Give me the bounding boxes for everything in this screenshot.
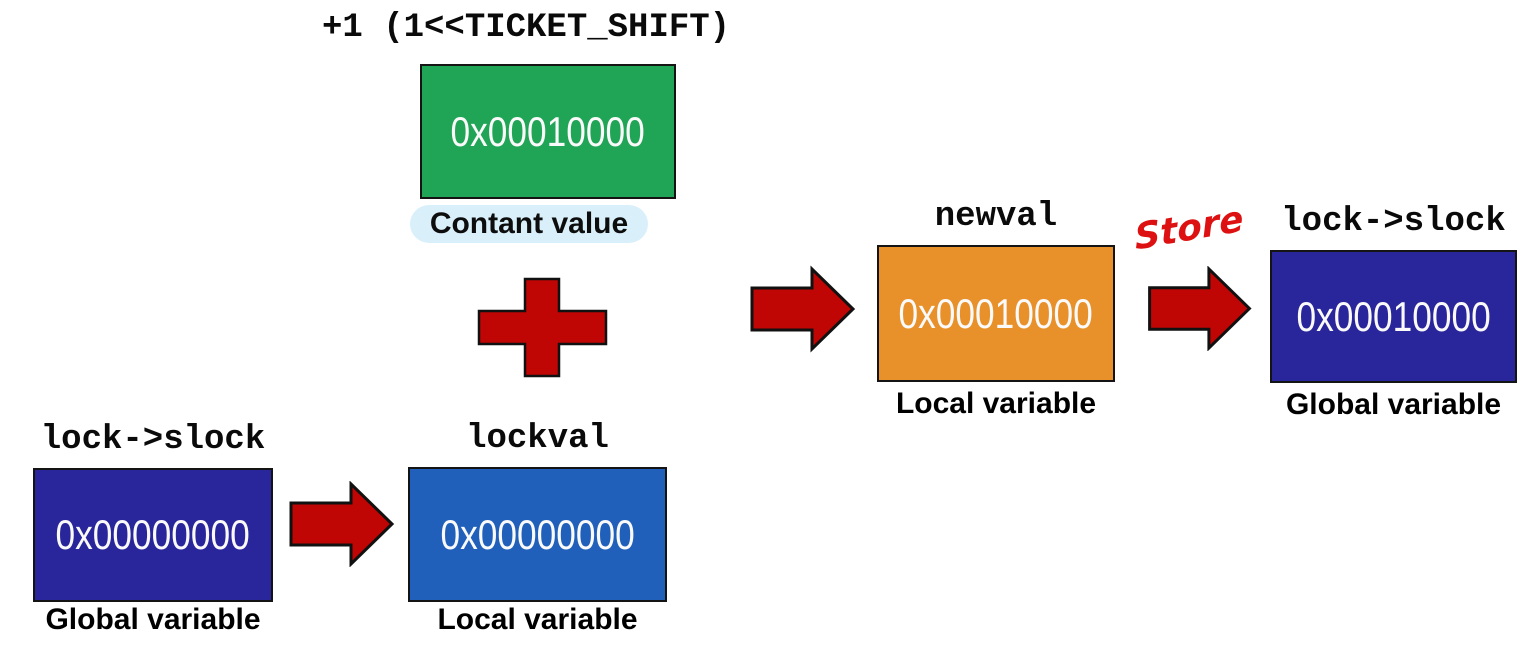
lockval-title: lockval <box>466 420 609 458</box>
arrow-right-icon <box>289 481 395 567</box>
global-before-caption: Global variable <box>45 603 261 636</box>
global-after-box: 0x00010000 <box>1270 250 1517 383</box>
ticket-shift-formula: +1 (1<<TICKET_SHIFT) <box>322 9 731 47</box>
newval-box: 0x00010000 <box>877 245 1115 382</box>
lockval-value-text: 0x00000000 <box>440 510 635 558</box>
global-after-value-text: 0x00010000 <box>1296 292 1491 340</box>
global-after-caption: Global variable <box>1285 388 1502 421</box>
constant-value-box: 0x00010000 <box>420 64 676 199</box>
constant-value-text: 0x00010000 <box>450 107 646 155</box>
arrow-right-icon <box>1148 266 1252 351</box>
global-after-title: lock->slock <box>1281 203 1506 241</box>
lockval-caption: Local variable <box>437 603 638 636</box>
plus-icon <box>477 277 608 378</box>
lockval-box: 0x00000000 <box>408 467 667 602</box>
newval-value-text: 0x00010000 <box>898 289 1094 337</box>
global-before-title: lock->slock <box>40 421 266 459</box>
newval-caption: Local variable <box>895 387 1097 420</box>
global-before-value-text: 0x00000000 <box>55 511 251 558</box>
constant-label: Contant value <box>429 207 629 240</box>
store-annotation: Store <box>1133 198 1245 259</box>
newval-title: newval <box>934 198 1058 236</box>
arrow-right-icon <box>750 265 856 353</box>
global-before-box: 0x00000000 <box>33 468 273 602</box>
constant-label-pill: Contant value <box>410 205 648 243</box>
